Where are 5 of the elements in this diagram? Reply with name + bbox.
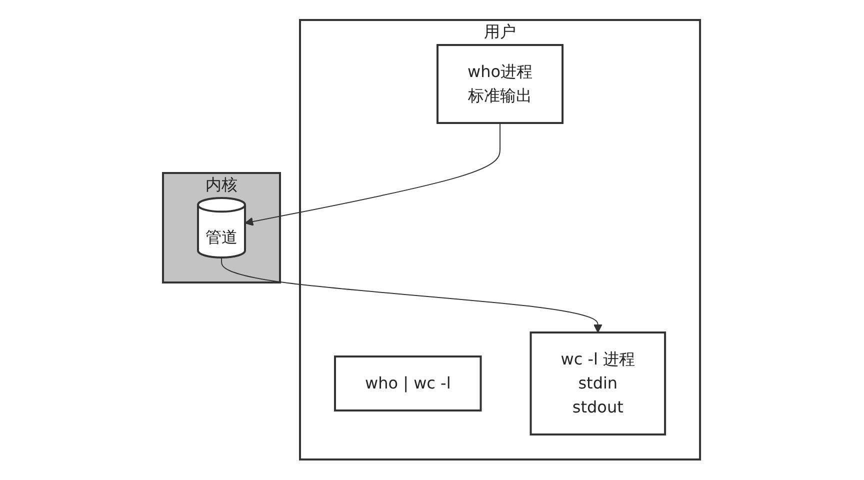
arrow bbox=[245, 122, 501, 226]
node-box: who进程 标准输出 bbox=[436, 44, 564, 124]
node-box: who | wc -l bbox=[334, 356, 482, 412]
arrow bbox=[221, 257, 603, 334]
node-box: wc -l 进程 stdin stdout bbox=[530, 332, 667, 436]
